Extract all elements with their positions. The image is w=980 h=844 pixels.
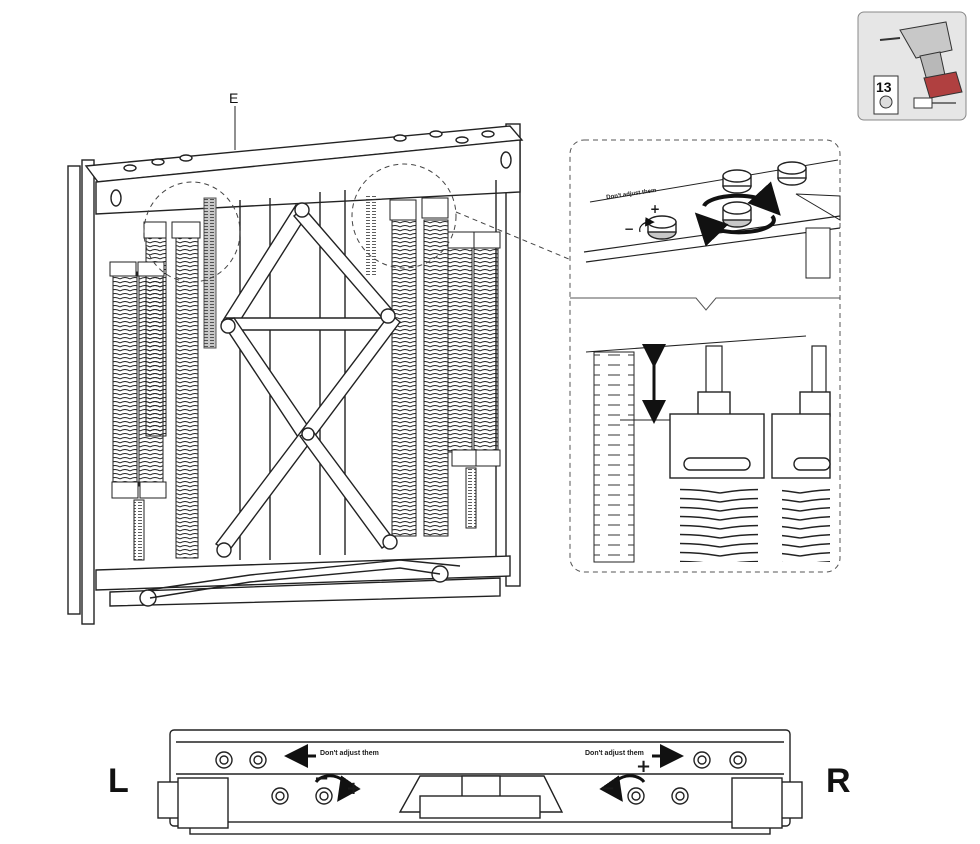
- springs-right: [389, 197, 501, 537]
- drill-driver-icon: [879, 21, 963, 99]
- right-side-label: R: [826, 762, 851, 800]
- dont-adjust-note-left: Don't adjust them: [320, 750, 379, 757]
- minus-symbol-right: −: [600, 778, 616, 799]
- bit-extension-icon: [913, 97, 956, 109]
- left-side-label: L: [108, 762, 129, 800]
- plus-symbol-left: +: [346, 778, 362, 799]
- main-frame: [67, 123, 524, 625]
- plus-symbol-zoom: +: [650, 202, 661, 216]
- bottom-nuts: [215, 751, 747, 805]
- top-rail-bolts: [123, 130, 495, 172]
- minus-symbol-left: −: [314, 768, 330, 789]
- minus-symbol-zoom: −: [624, 222, 635, 236]
- bottom-view: [157, 729, 803, 835]
- scissor-arms: [214, 202, 401, 558]
- socket-size-label: 13: [876, 79, 892, 95]
- zoom-nuts: [647, 161, 807, 240]
- tool-panel: [857, 11, 967, 121]
- callout-e-label: E: [229, 90, 239, 106]
- zoom-detail-panel: [569, 139, 841, 573]
- zoom-spring-brackets: [669, 391, 831, 479]
- springs-left: [109, 221, 201, 561]
- plus-symbol-right: +: [636, 756, 652, 777]
- dont-adjust-note-right: Don't adjust them: [585, 750, 644, 757]
